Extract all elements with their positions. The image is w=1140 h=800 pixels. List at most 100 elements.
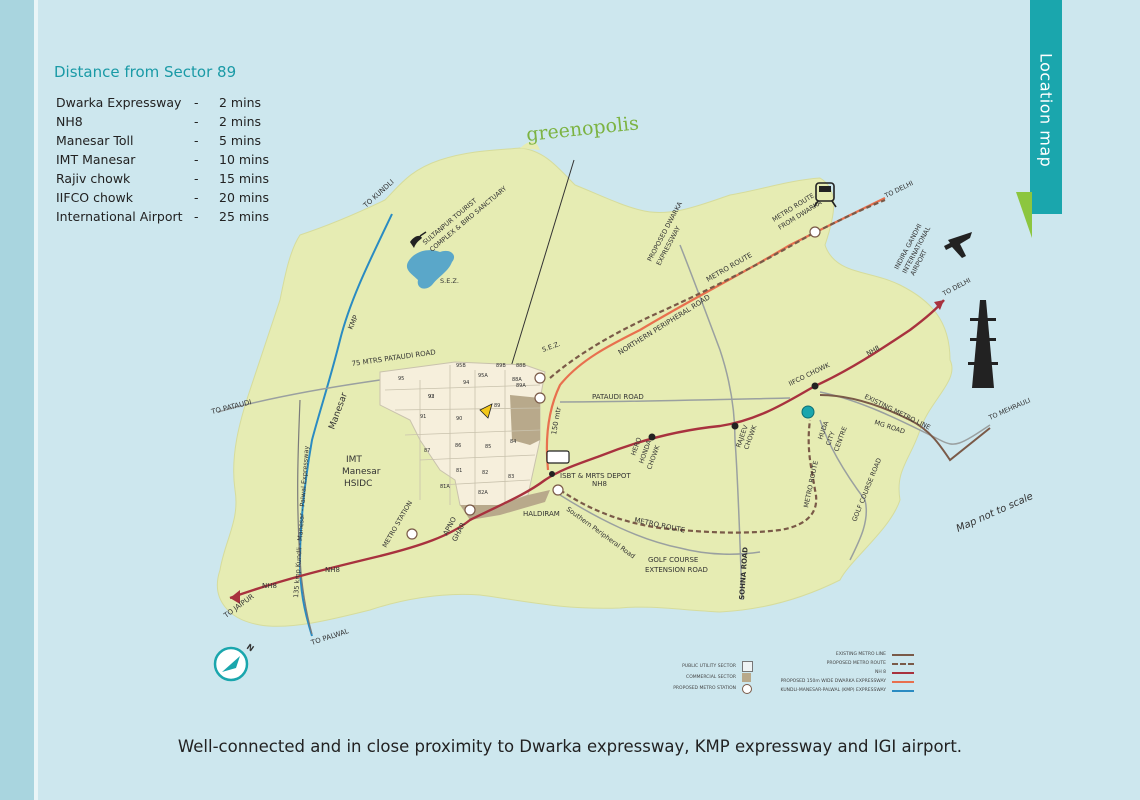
legend-item: PROPOSED 150m WIDE DWARKA EXPRESSWAY	[768, 677, 914, 686]
distance-row: International Airport- 25 mins	[56, 209, 316, 228]
legend-swatch	[892, 653, 914, 656]
distance-place: International Airport	[56, 209, 183, 224]
legend-item: NH 8	[768, 668, 914, 677]
rajeev-dot	[731, 422, 739, 430]
label-to-mehrauli: TO MEHRAULI	[987, 396, 1032, 422]
compass-icon	[213, 646, 249, 682]
airplane-icon	[944, 232, 972, 258]
train-icon	[813, 182, 837, 208]
arrow-delhi-right	[934, 300, 944, 310]
legend-label: NH 8	[874, 670, 886, 675]
sector-label: 83	[508, 474, 514, 480]
legend-label: PROPOSED METRO ROUTE	[826, 661, 886, 666]
distance-place: NH8	[56, 114, 83, 129]
sector-label: 85	[485, 444, 491, 450]
distance-dash: -	[194, 114, 199, 129]
legend-item: KUNDLI-MANESAR-PALWAL (KMP) EXPRESSWAY	[768, 686, 914, 695]
golf-ext-road	[559, 494, 761, 555]
distance-time: 25 mins	[219, 209, 269, 224]
label-to-delhi-top: TO DELHI	[882, 179, 914, 200]
sector-label: 90	[456, 416, 462, 422]
sector-label: 94	[463, 380, 469, 386]
distance-time: 20 mins	[219, 190, 269, 205]
arrow-jaipur	[230, 590, 240, 604]
distance-time: 15 mins	[219, 171, 269, 186]
distance-dash: -	[194, 209, 199, 224]
label-imt-1: IMT	[346, 455, 362, 465]
legend-swatch	[892, 689, 914, 692]
sector-label: 84	[510, 439, 516, 445]
sector-label: 88A	[512, 377, 522, 383]
sector-label: 82A	[478, 490, 488, 496]
distance-row: NH8 - 2 mins	[56, 114, 316, 133]
binding-edge	[34, 0, 38, 800]
legend-item: EXISTING METRO LINE	[768, 650, 914, 659]
sector-grid	[384, 365, 541, 505]
land-area	[216, 147, 953, 627]
distance-place: Rajiv chowk	[56, 171, 131, 186]
distance-place: IIFCO chowk	[56, 190, 134, 205]
legend-label: PROPOSED 150m WIDE DWARKA EXPRESSWAY	[780, 679, 886, 684]
location-map-tab-label: Location map	[1036, 52, 1056, 168]
location-pin-icon	[479, 403, 493, 419]
distance-title: Distance from Sector 89	[54, 63, 237, 81]
label-nh8-left: NH8	[325, 566, 340, 574]
sector-label: 86	[455, 443, 461, 449]
existing-metro	[819, 394, 991, 462]
label-sez-1: S.E.Z.	[440, 277, 459, 285]
pataudi-road	[559, 397, 791, 403]
label-pataudi-road: PATAUDI ROAD	[592, 393, 644, 401]
sector-label: 89	[494, 403, 500, 409]
legend-item: COMMERCIAL SECTOR	[658, 673, 751, 682]
label-nh8-mid: NH8	[592, 480, 607, 488]
sector-label: 95A	[478, 373, 488, 379]
location-map-tab[interactable]	[1030, 0, 1062, 214]
sector-label: 92	[428, 394, 434, 400]
distance-dash: -	[194, 190, 199, 205]
label-golf-ext-1: GOLF COURSE	[648, 556, 698, 564]
distance-time: 5 mins	[219, 133, 262, 148]
kmp-expressway-parallel	[297, 399, 313, 635]
isbt-dot	[549, 471, 555, 477]
pataudi-75-road	[217, 379, 381, 413]
legend-label: COMMERCIAL SECTOR	[686, 675, 736, 680]
bus-icon	[546, 450, 570, 464]
label-to-delhi-right: TO DELHI	[940, 276, 972, 298]
proposed-metro-bottom	[559, 419, 818, 534]
label-to-palwal: TO PALWAL	[309, 627, 350, 647]
distance-row: Manesar Toll-5 mins	[56, 133, 316, 152]
distance-place: Manesar Toll	[56, 133, 134, 148]
distance-dash: -	[194, 171, 199, 186]
proposed-metro-top	[549, 198, 886, 379]
sultanpur-lake	[406, 250, 455, 289]
distance-time: 2 mins	[219, 114, 262, 129]
caption: Well-connected and in close proximity to…	[177, 737, 963, 756]
tab-ribbon	[1016, 192, 1032, 238]
brand-spike	[520, 141, 540, 150]
sector-label: 95B	[456, 363, 466, 369]
legend-label: KUNDLI-MANESAR-PALWAL (KMP) EXPRESSWAY	[780, 688, 886, 693]
sector-label: 95	[398, 376, 404, 382]
distance-row: Dwarka Expressway-2 mins	[56, 95, 316, 114]
brand-greenopolis: greenopolis	[525, 112, 640, 146]
label-imt-3: HSIDC	[344, 479, 372, 489]
legend-swatch	[742, 673, 751, 682]
sector-label: 89B	[496, 363, 506, 369]
kmp-expressway	[298, 213, 393, 637]
label-haldiram: HALDIRAM	[523, 510, 560, 518]
label-not-to-scale: Map not to scale	[955, 491, 1035, 535]
label-nh8-left-2: NH8	[262, 582, 277, 590]
label-sohna-road: SOHNA ROAD	[738, 547, 750, 601]
legend-swatch	[742, 683, 752, 694]
distance-place: Dwarka Expressway	[56, 95, 182, 110]
legend-item: PUBLIC UTILITY SECTOR	[658, 661, 753, 672]
qutub-minar-icon	[968, 300, 998, 388]
distance-dash: -	[194, 152, 199, 167]
golf-course-road	[819, 419, 868, 561]
legend-item: PROPOSED METRO STATION	[658, 683, 752, 694]
label-golf-ext-2: EXTENSION ROAD	[645, 566, 708, 574]
label-compass-n: N	[245, 642, 256, 653]
distance-time: 2 mins	[219, 95, 262, 110]
sector-label: 87	[424, 448, 430, 454]
distance-place: IMT Manesar	[56, 152, 136, 167]
